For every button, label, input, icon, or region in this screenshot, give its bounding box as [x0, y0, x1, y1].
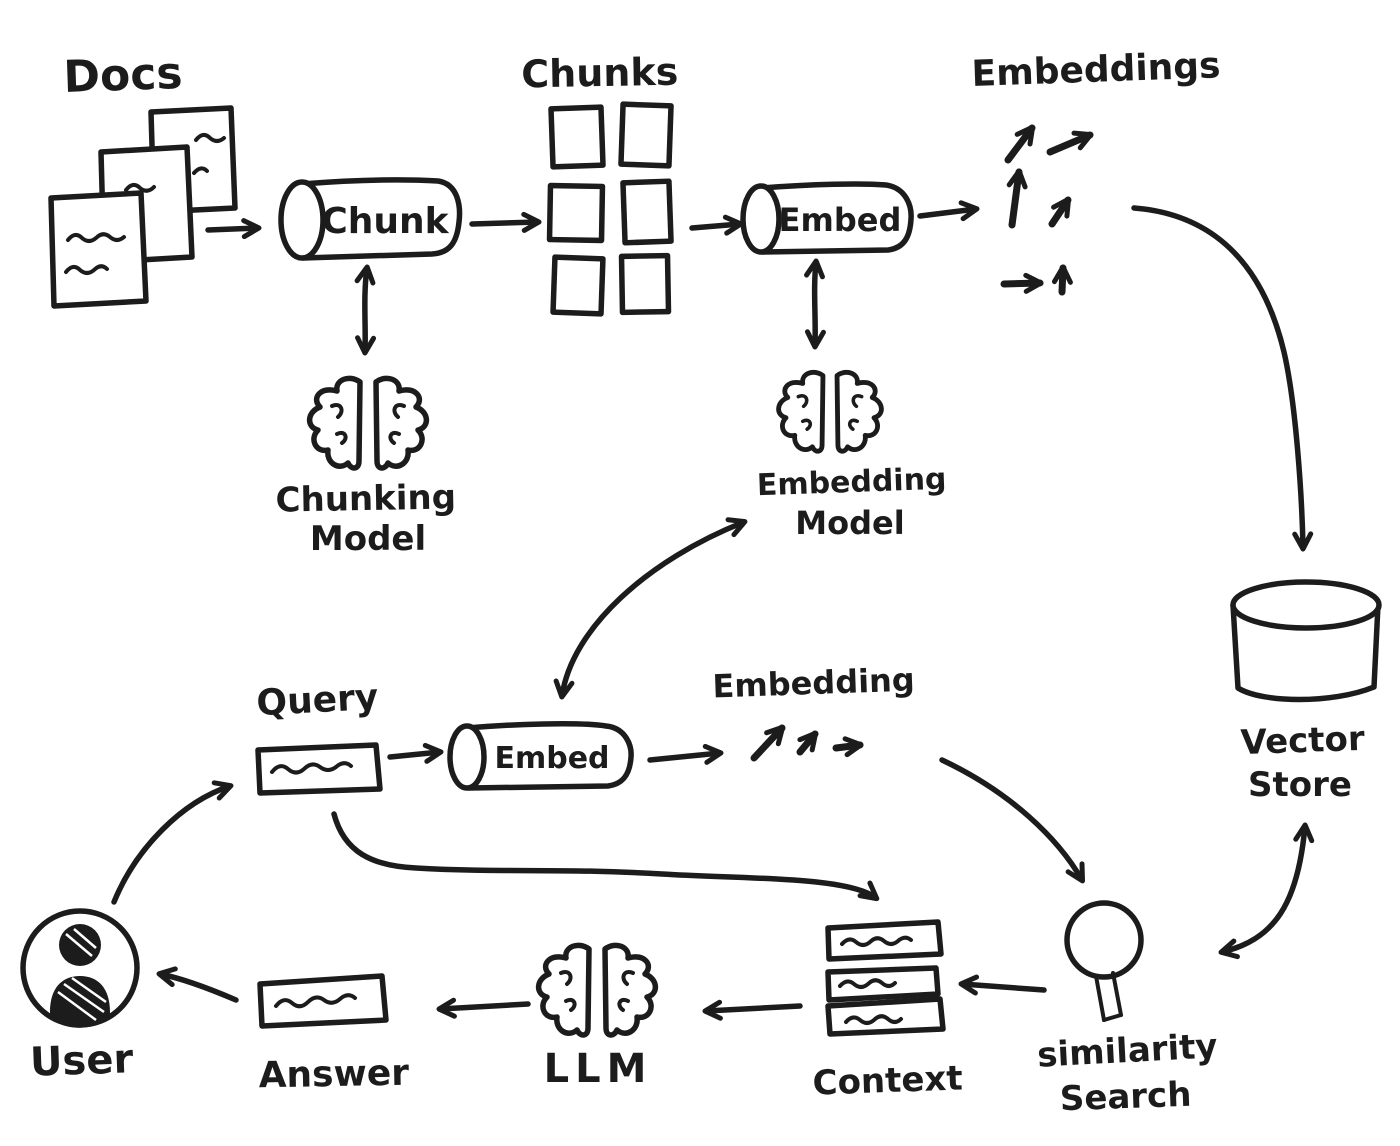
embedding-model-label-line2: Model	[795, 504, 904, 542]
arrow-chunks-to-embed	[689, 214, 744, 236]
text-line-box-icon	[257, 973, 389, 1029]
stacked-snippets-icon	[825, 919, 946, 1037]
user-label: User	[29, 1036, 134, 1086]
brain-icon	[779, 372, 882, 451]
text-line-box-icon	[255, 742, 383, 796]
arrow-embed-embedding-model	[804, 258, 826, 350]
arrow-embed-embedding-model-link	[553, 517, 748, 700]
embeddings-top-node: Embeddings	[971, 45, 1221, 296]
brain-icon	[310, 378, 427, 468]
pipeline-cylinder-icon	[447, 721, 634, 791]
chunk-node: Chunk	[278, 177, 463, 261]
embedding-bottom-node: Embedding	[712, 660, 915, 762]
chunking-model-node: Chunking Model	[275, 378, 456, 559]
arrow-user-to-query	[111, 780, 234, 905]
arrow-embed-to-embeddings	[917, 200, 980, 222]
vector-store-label-line2: Store	[1248, 765, 1352, 805]
arrow-similarity-search-to-context	[958, 974, 1047, 996]
context-label: Context	[812, 1058, 963, 1103]
arrow-answer-to-user	[156, 966, 239, 1003]
arrow-chunk-to-chunks	[469, 211, 542, 233]
embed-top-label: Embed	[779, 201, 902, 239]
embed-top-node: Embed	[740, 181, 914, 255]
arrow-embedding-to-similarity-search	[939, 757, 1085, 884]
embed-bottom-label: Embed	[494, 741, 609, 776]
arrow-vector-store-similarity-search	[1218, 822, 1315, 960]
chunking-model-label-line2: Model	[310, 519, 426, 559]
pipeline-cylinder-icon	[740, 181, 914, 255]
database-icon	[1230, 579, 1382, 703]
docs-label: Docs	[63, 48, 184, 103]
answer-node: Answer	[257, 973, 410, 1097]
chunks-node: Chunks	[521, 50, 679, 317]
vector-arrows-icon	[1000, 124, 1094, 296]
llm-label: LLM	[544, 1046, 653, 1092]
llm-node: LLM	[539, 945, 656, 1092]
chunk-label: Chunk	[321, 201, 449, 242]
chunking-model-label-line1: Chunking	[275, 477, 456, 520]
similarity-search-label-line1: similarity	[1036, 1026, 1218, 1075]
embeddings-label: Embeddings	[971, 45, 1221, 95]
embedding-bottom-label: Embedding	[712, 660, 915, 705]
embed-bottom-node: Embed	[447, 721, 634, 791]
person-icon	[20, 908, 140, 1028]
documents-icon	[48, 105, 238, 309]
query-label: Query	[255, 677, 379, 724]
arrow-context-to-llm	[702, 999, 803, 1021]
similarity-search-label-line2: Search	[1059, 1075, 1192, 1120]
brain-icon	[539, 945, 656, 1035]
arrow-embeddings-to-vector-store	[1131, 205, 1314, 552]
user-node: User	[20, 908, 140, 1086]
magnifier-icon	[1064, 900, 1144, 1022]
arrow-llm-to-answer	[436, 997, 531, 1019]
embedding-model-node: Embedding Model	[756, 372, 947, 542]
answer-label: Answer	[258, 1053, 409, 1097]
docs-node: Docs	[48, 48, 238, 309]
vector-store-label-line1: Vector	[1240, 719, 1366, 763]
similarity-search-node: similarity Search	[1036, 900, 1219, 1120]
embedding-model-label-line1: Embedding	[756, 462, 947, 504]
arrow-query-to-context	[331, 811, 880, 902]
query-node: Query	[255, 677, 383, 796]
chunks-label: Chunks	[521, 50, 679, 97]
chunk-squares-icon	[546, 101, 674, 317]
pipeline-cylinder-icon	[278, 177, 463, 261]
arrow-docs-to-chunk	[205, 218, 262, 240]
arrow-embed-to-embedding-bottom	[647, 743, 724, 765]
context-node: Context	[812, 919, 963, 1104]
arrow-query-to-embed	[387, 742, 444, 764]
vector-store-node: Vector Store	[1230, 579, 1382, 805]
arrow-chunk-chunking-model	[354, 264, 377, 356]
vector-arrows-icon	[750, 724, 864, 762]
